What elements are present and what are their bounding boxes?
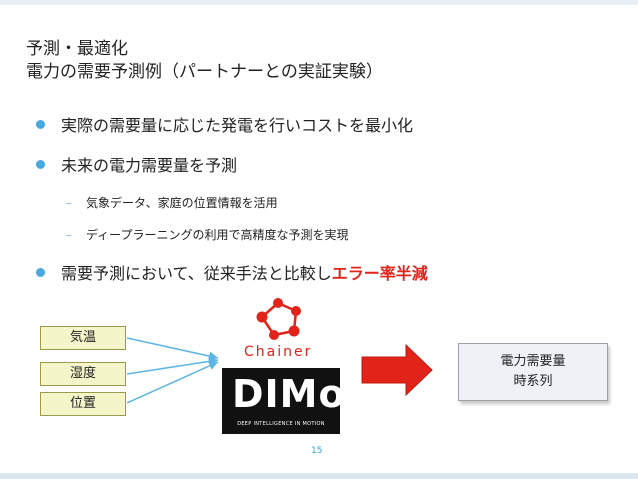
sub-bullet-1: –気象データ、家庭の位置情報を活用: [66, 194, 278, 211]
dimo-tagline: DEEP INTELLIGENCE IN MOTION: [237, 421, 325, 427]
chainer-wordmark: Chainer: [244, 344, 313, 360]
connector-line-location: [126, 361, 219, 404]
output-line-1: 電力需要量: [500, 354, 566, 369]
slide-title: 予測・最適化 電力の需要予測例（パートナーとの実証実験）: [26, 38, 383, 84]
connector-line-temperature: [126, 337, 219, 361]
output-box-power-demand: 電力需要量 時系列: [458, 343, 608, 401]
title-line-2: 電力の需要予測例（パートナーとの実証実験）: [26, 62, 383, 82]
input-box-temperature: 気温: [40, 326, 126, 350]
connector-line-humidity: [126, 356, 219, 375]
sub-bullet-1-text: 気象データ、家庭の位置情報を活用: [86, 196, 278, 210]
bottom-decoration-bar: [0, 473, 638, 479]
bullet-item-3-text: 需要予測において、従来手法と比較し: [61, 264, 332, 283]
dash-icon: –: [66, 196, 72, 210]
bullet-dot-icon: [36, 268, 45, 277]
input-box-location: 位置: [40, 392, 126, 416]
dash-icon: –: [66, 228, 72, 242]
bullet-item-1: 実際の需要量に応じた発電を行いコストを最小化: [36, 112, 413, 136]
dimo-logo: DIMo DEEP INTELLIGENCE IN MOTION: [222, 368, 345, 434]
bullet-item-3: 需要予測において、従来手法と比較しエラー率半減: [36, 260, 428, 284]
bullet-dot-icon: [36, 120, 45, 129]
bullet-dot-icon: [36, 160, 45, 169]
title-line-1: 予測・最適化: [26, 39, 128, 59]
output-line-2: 時系列: [513, 374, 553, 389]
bullet-item-2-text: 未来の電力需要量を予測: [61, 156, 238, 175]
dimo-wordmark: DIMo: [232, 372, 346, 416]
error-rate-highlight: エラー率半減: [331, 264, 428, 283]
input-box-humidity: 湿度: [40, 362, 126, 386]
sub-bullet-2-text: ディープラーニングの利用で高精度な予測を実現: [86, 228, 349, 242]
bullet-item-1-text: 実際の需要量に応じた発電を行いコストを最小化: [61, 116, 414, 135]
chainer-logo-icon: [256, 298, 301, 340]
top-decoration-bar: [0, 0, 638, 5]
page-number: 15: [311, 446, 323, 456]
bullet-item-2: 未来の電力需要量を予測: [36, 152, 237, 176]
right-arrow-icon: [361, 343, 433, 397]
sub-bullet-2: –ディープラーニングの利用で高精度な予測を実現: [66, 226, 348, 243]
